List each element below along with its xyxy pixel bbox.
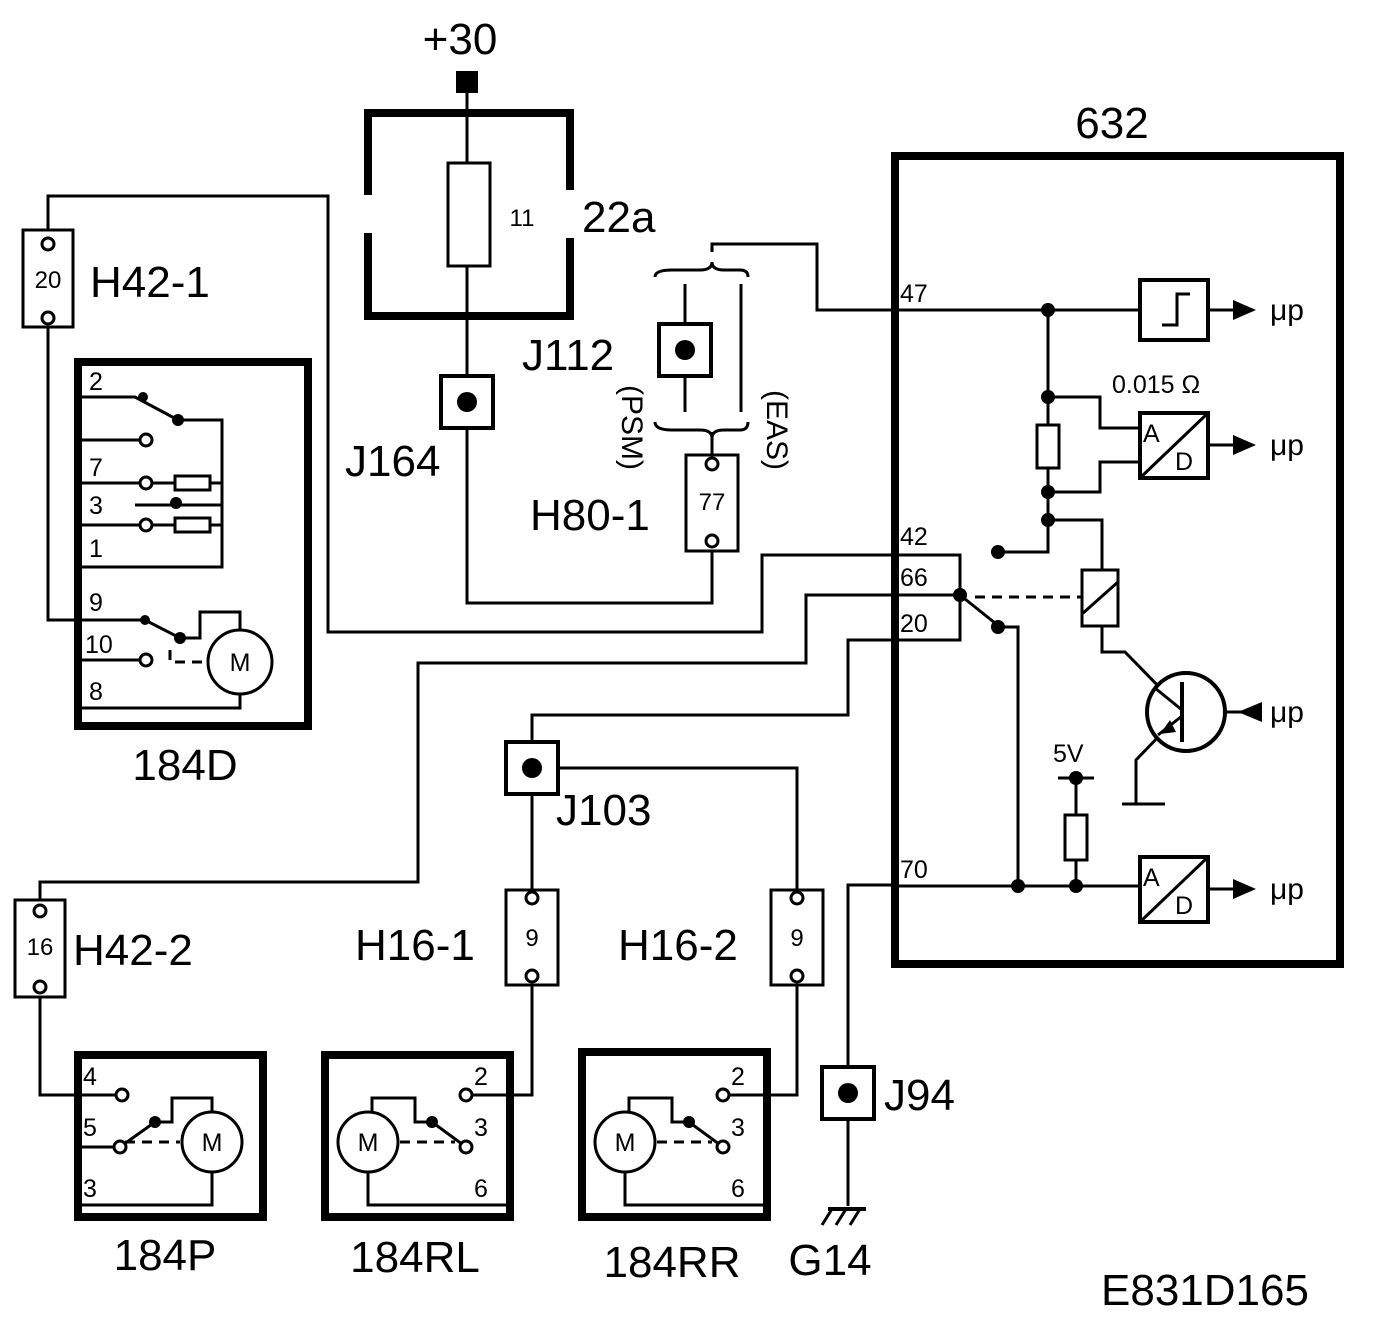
h80-1-label: H80-1 <box>530 491 650 540</box>
184rl-pin-2: 2 <box>474 1063 488 1091</box>
splice-j103: J103 <box>504 740 651 835</box>
184p-pin-4: 4 <box>83 1063 97 1091</box>
184d-pin-2: 2 <box>89 368 103 396</box>
connector-h16-1: 9 H16-1 <box>355 888 560 987</box>
splice-j112: J112 <box>522 322 713 380</box>
184rl-pin-6: 6 <box>474 1175 488 1203</box>
184p-label: 184P <box>114 1231 217 1280</box>
eas-variant-label: (EAS) <box>760 390 793 470</box>
184rl-pin-3: 3 <box>474 1114 488 1142</box>
connector-h80-1: 77 H80-1 <box>530 453 740 553</box>
h80-1-pin: 77 <box>699 489 726 516</box>
184d-pin-7: 7 <box>89 454 103 482</box>
fuse-number: 11 <box>510 205 535 232</box>
184d-pin-8: 8 <box>89 678 103 706</box>
184rl-motor-m: M <box>358 1129 379 1157</box>
184p-motor-m: M <box>202 1129 223 1157</box>
ecu-pin-70: 70 <box>900 856 928 884</box>
h16-2-pin: 9 <box>790 925 803 952</box>
pullup-resistor <box>1063 813 1089 862</box>
transistor: μp <box>1145 671 1304 753</box>
ad2-a-label: A <box>1143 864 1160 892</box>
ground-label: G14 <box>788 1236 871 1285</box>
184rr-pin-6: 6 <box>731 1175 745 1203</box>
fusebox-label: 22a <box>582 193 656 242</box>
fuse-box: 11 22a <box>364 109 656 320</box>
mu-output-2: μp <box>1270 429 1304 462</box>
h42-1-label: H42-1 <box>90 258 210 307</box>
h16-2-label: H16-2 <box>618 921 738 970</box>
184rr-pin-2: 2 <box>731 1063 745 1091</box>
h42-2-pin: 16 <box>27 934 54 961</box>
fuse-element <box>446 161 492 268</box>
184p-pin-5: 5 <box>83 1114 97 1142</box>
ecu-label: 632 <box>1075 99 1148 148</box>
h16-1-label: H16-1 <box>355 921 475 970</box>
supply-terminal: +30 <box>423 15 498 93</box>
ad2-d-label: D <box>1175 892 1193 920</box>
mu-output-1: μp <box>1270 294 1304 327</box>
h42-1-pin: 20 <box>35 267 62 294</box>
connector-h16-2: 9 H16-2 <box>618 888 825 987</box>
mu-output-4: μp <box>1270 873 1304 906</box>
184d-pin-1: 1 <box>89 535 103 563</box>
supply-label: +30 <box>423 15 498 64</box>
h16-1-pin: 9 <box>525 925 538 952</box>
184d-pin-10: 10 <box>85 631 113 659</box>
184rr-motor-m: M <box>615 1129 636 1157</box>
ecu-pin-66: 66 <box>900 564 928 592</box>
j164-label: J164 <box>345 437 440 486</box>
wires <box>38 86 895 1206</box>
ecu-pin-47: 47 <box>900 280 928 308</box>
184d-motor-m: M <box>230 649 251 677</box>
motor-unit-184p: 4 5 3 M 184P <box>74 1051 267 1280</box>
j94-label: J94 <box>884 1071 955 1120</box>
mu-output-3: μp <box>1270 696 1304 729</box>
ecu-pin-42: 42 <box>900 523 928 551</box>
184d-pin-9: 9 <box>89 589 103 617</box>
motor-unit-184rl: 2 3 6 M 184RL <box>321 1051 514 1282</box>
motor-unit-184rr: 2 3 6 M 184RR <box>578 1048 771 1287</box>
ecu-pin-20: 20 <box>900 610 928 638</box>
184d-label: 184D <box>132 741 237 790</box>
voltage-label: 5V <box>1053 740 1084 768</box>
ad-converter-2: A D μp <box>1138 855 1304 924</box>
ad-converter-1: A D μp <box>1138 411 1304 480</box>
ad1-a-label: A <box>1143 420 1160 448</box>
j112-label: J112 <box>522 331 614 380</box>
connector-h42-1: 20 H42-1 <box>21 228 210 329</box>
splice-j164: J164 <box>345 374 495 486</box>
h42-2-label: H42-2 <box>73 926 193 975</box>
shunt-resistor <box>1035 423 1061 470</box>
schmitt-trigger: μp <box>1138 278 1304 342</box>
motor-unit-184d: 2 7 3 1 9 10 8 M 184D <box>74 358 312 790</box>
figure-id: E831D165 <box>1101 1266 1309 1315</box>
connector-h42-2: 16 H42-2 <box>13 898 193 999</box>
shunt-label: 0.015 Ω <box>1112 371 1200 399</box>
j103-label: J103 <box>556 786 651 835</box>
splice-j94: J94 <box>820 1065 955 1121</box>
184d-pin-3: 3 <box>89 492 103 520</box>
ecu-632: 632 47 42 66 20 70 <box>891 99 1344 968</box>
ad1-d-label: D <box>1175 448 1193 476</box>
184rr-label: 184RR <box>604 1238 741 1287</box>
184rl-label: 184RL <box>350 1233 480 1282</box>
psm-variant-label: (PSM) <box>615 385 648 470</box>
ground-g14: G14 <box>788 1207 872 1285</box>
184rr-pin-3: 3 <box>731 1114 745 1142</box>
184p-pin-3: 3 <box>83 1175 97 1203</box>
